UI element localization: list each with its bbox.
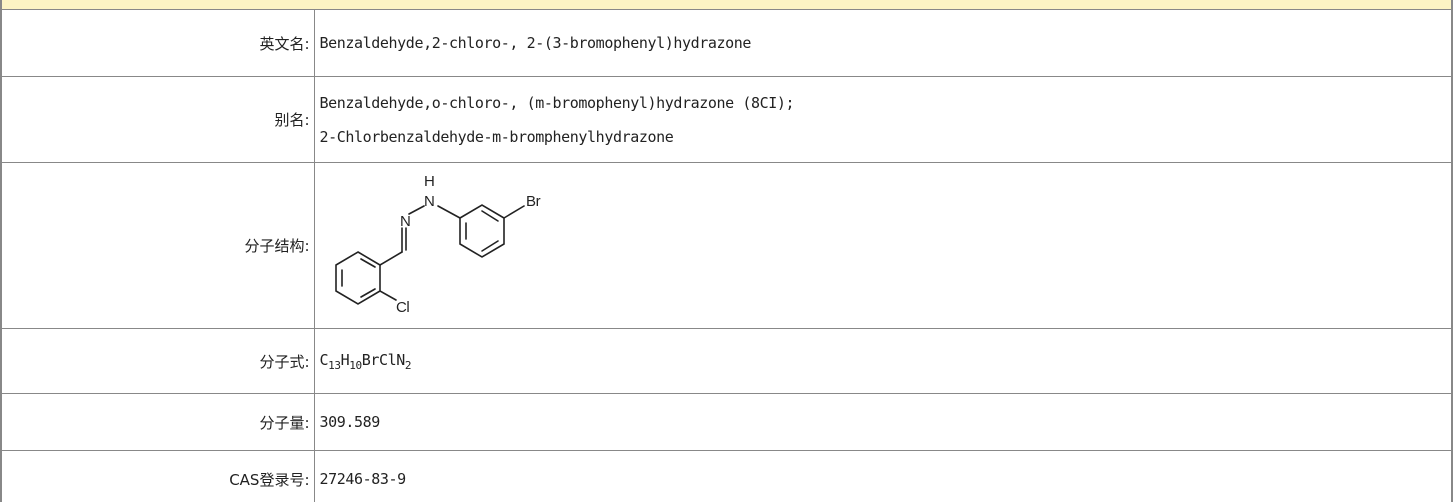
row-molecular-weight: 分子量: 309.589 — [0, 393, 1453, 451]
formula-value: C13H10BrClN2 — [313, 328, 1453, 394]
cas-label: CAS登录号: — [0, 450, 315, 502]
atom-cl-label: Cl — [396, 299, 409, 316]
structure-value: H N N Br Cl — [313, 162, 1453, 329]
molecular-structure-image: H N N Br Cl — [334, 173, 541, 316]
formula-h-count: 10 — [349, 358, 362, 372]
compound-info-table: 英文名: Benzaldehyde,2-chloro-, 2-(3-bromop… — [0, 9, 1453, 502]
molecular-weight-label: 分子量: — [0, 393, 315, 451]
formula-c: C — [319, 350, 329, 369]
row-english-name: 英文名: Benzaldehyde,2-chloro-, 2-(3-bromop… — [0, 9, 1453, 77]
english-name-value: Benzaldehyde,2-chloro-, 2-(3-bromophenyl… — [313, 9, 1453, 77]
english-name-label: 英文名: — [0, 9, 315, 77]
alias-line-1: Benzaldehyde,o-chloro-, (m-bromophenyl)h… — [319, 93, 795, 112]
formula-rest: BrClN — [361, 350, 406, 369]
alias-line-2: 2-Chlorbenzaldehyde-m-bromphenylhydrazon… — [319, 127, 674, 146]
row-formula: 分子式: C13H10BrClN2 — [0, 328, 1453, 394]
molecular-weight-value: 309.589 — [313, 393, 1453, 451]
atom-n1-label: N — [400, 213, 410, 230]
atom-br-label: Br — [526, 193, 541, 210]
formula-label: 分子式: — [0, 328, 315, 394]
atom-h-label: H — [424, 173, 434, 190]
alias-label: 别名: — [0, 76, 315, 163]
formula-c-count: 13 — [328, 358, 341, 372]
structure-label: 分子结构: — [0, 162, 315, 329]
formula-n-count: 2 — [404, 358, 412, 372]
cas-value: 27246-83-9 — [313, 450, 1453, 502]
alias-value: Benzaldehyde,o-chloro-, (m-bromophenyl)h… — [313, 76, 1453, 163]
row-alias: 别名: Benzaldehyde,o-chloro-, (m-bromophen… — [0, 76, 1453, 163]
row-cas: CAS登录号: 27246-83-9 — [0, 450, 1453, 502]
atom-n2-label: N — [424, 193, 434, 210]
bromophenyl-ring — [458, 203, 505, 258]
row-structure: 分子结构: — [0, 162, 1453, 329]
formula-h: H — [340, 350, 350, 369]
